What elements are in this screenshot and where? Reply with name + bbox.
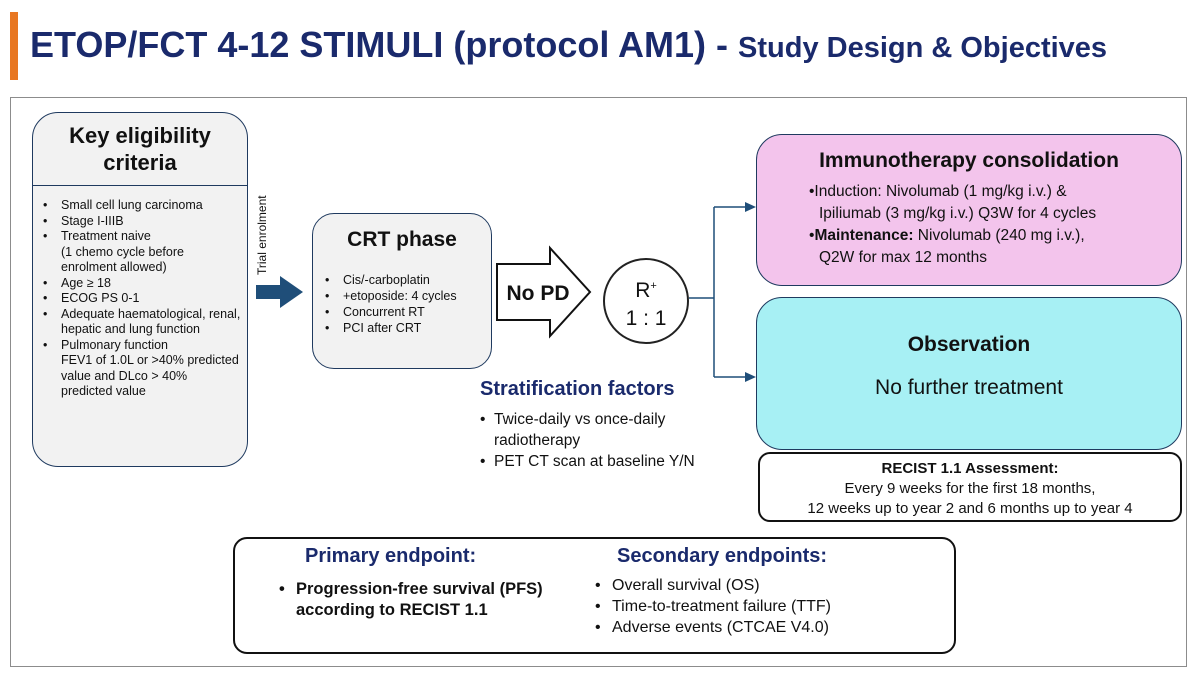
eligibility-box: Key eligibility criteria Small cell lung… [32, 112, 248, 467]
secondary-endpoints-title: Secondary endpoints: [617, 545, 828, 567]
maintenance-bullet: • [809, 227, 815, 244]
trial-enrolment-label: Trial enrolment [255, 195, 269, 275]
page-title: ETOP/FCT 4-12 STIMULI (protocol AM1) - S… [30, 24, 1107, 66]
eligibility-list: Small cell lung carcinoma Stage I-IIIB T… [33, 186, 247, 400]
primary-endpoint-item: Progression-free survival (PFS) accordin… [279, 579, 543, 621]
stratification-title: Stratification factors [480, 378, 675, 400]
no-pd-arrow [496, 245, 592, 339]
eligibility-item: Treatment naive (1 chemo cycle before en… [43, 229, 241, 276]
recist-line-1: Every 9 weeks for the first 18 months, [844, 480, 1096, 497]
maintenance-line-2: Q2W for max 12 months [819, 249, 987, 266]
secondary-endpoint-item: Time-to-treatment failure (TTF) [595, 596, 831, 617]
stratification-item: PET CT scan at baseline Y/N [478, 451, 748, 472]
page-title-main: ETOP/FCT 4-12 STIMULI (protocol AM1) - [30, 24, 739, 65]
crt-phase-list: Cis/-carboplatin +etoposide: 4 cycles Co… [313, 272, 491, 336]
eligibility-item: Stage I-IIIB [43, 214, 241, 230]
randomisation-superscript: + [650, 280, 657, 292]
randomisation-label: R [635, 279, 651, 302]
no-pd-label: No PD [506, 282, 570, 305]
stratification-item: Twice-daily vs once-daily radiotherapy [478, 409, 748, 451]
crt-item: Concurrent RT [325, 304, 491, 320]
recist-assessment-box: RECIST 1.1 Assessment: Every 9 weeks for… [758, 452, 1182, 522]
eligibility-item: Pulmonary function FEV1 of 1.0L or >40% … [43, 338, 241, 400]
title-accent-bar [10, 12, 18, 80]
crt-item: PCI after CRT [325, 320, 491, 336]
diagram-frame [10, 97, 1187, 667]
induction-line-2: Ipiliumab (3 mg/kg i.v.) Q3W for 4 cycle… [819, 205, 1097, 222]
eligibility-item: Adequate haematological, renal, hepatic … [43, 307, 241, 338]
endpoints-box: Primary endpoint: Progression-free survi… [233, 537, 956, 654]
observation-box: Observation No further treatment [756, 297, 1182, 450]
observation-text: No further treatment [875, 376, 1063, 399]
page-title-sub: Study Design & Objectives [738, 32, 1108, 64]
crt-phase-box: CRT phase Cis/-carboplatin +etoposide: 4… [312, 213, 492, 369]
immunotherapy-details: •Induction: Nivolumab (1 mg/kg i.v.) & I… [809, 181, 1181, 269]
immunotherapy-title: Immunotherapy consolidation [819, 149, 1119, 172]
maintenance-line-1: •Maintenance: Nivolumab (240 mg i.v.), [809, 225, 1181, 247]
secondary-endpoints-list: Overall survival (OS) Time-to-treatment … [595, 575, 831, 638]
crt-item: Cis/-carboplatin [325, 272, 491, 288]
enrolment-arrow [256, 276, 303, 308]
observation-title: Observation [907, 333, 1031, 356]
immuno-arrowhead [745, 202, 756, 212]
primary-endpoint-list: Progression-free survival (PFS) accordin… [279, 579, 543, 621]
recist-title: RECIST 1.1 Assessment: [881, 460, 1059, 477]
eligibility-item: Age ≥ 18 [43, 276, 241, 292]
crt-item: +etoposide: 4 cycles [325, 288, 491, 304]
eligibility-item: ECOG PS 0-1 [43, 291, 241, 307]
randomisation-circle: R+ 1 : 1 [603, 258, 689, 344]
induction-line-1: •Induction: Nivolumab (1 mg/kg i.v.) & [809, 183, 1067, 200]
maintenance-text: Nivolumab (240 mg i.v.), [913, 227, 1085, 244]
eligibility-title: Key eligibility criteria [33, 113, 247, 186]
maintenance-label: Maintenance: [814, 227, 914, 244]
eligibility-item: Small cell lung carcinoma [43, 198, 241, 214]
stratification-factors: Stratification factors Twice-daily vs on… [478, 378, 748, 472]
observation-arrowhead [745, 372, 756, 382]
secondary-endpoint-item: Adverse events (CTCAE V4.0) [595, 617, 831, 638]
randomisation-ratio: 1 : 1 [625, 307, 667, 330]
recist-line-2: 12 weeks up to year 2 and 6 months up to… [807, 500, 1133, 517]
primary-endpoint-title: Primary endpoint: [305, 545, 477, 567]
crt-phase-title: CRT phase [347, 228, 457, 251]
secondary-endpoint-item: Overall survival (OS) [595, 575, 831, 596]
immunotherapy-box: Immunotherapy consolidation •Induction: … [756, 134, 1182, 286]
stratification-list: Twice-daily vs once-daily radiotherapy P… [478, 409, 748, 472]
